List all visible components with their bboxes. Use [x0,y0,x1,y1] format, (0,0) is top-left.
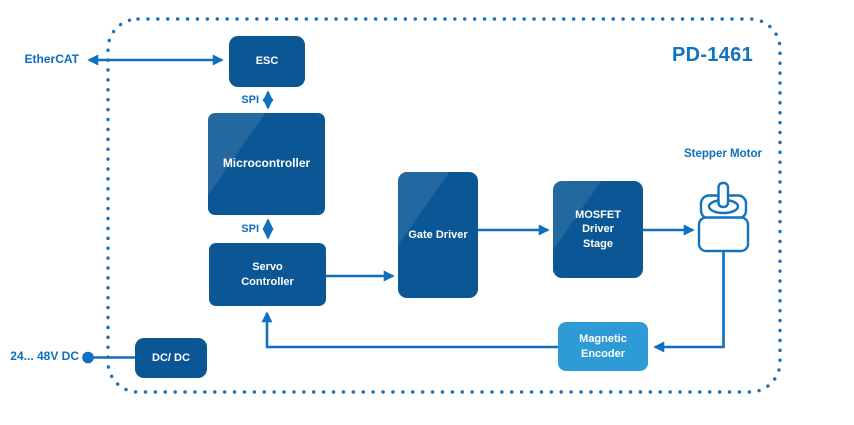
gate-driver-block: Gate Driver [398,172,478,298]
module-dotted-border [106,17,782,394]
encoder-servo-feedback-arrow [261,311,558,349]
mosfet-driver-stage-block-label: MOSFET Driver Stage [575,209,621,250]
motor-encoder-arrow [653,251,725,353]
ethercat-label: EtherCAT [24,52,79,66]
module-title: PD-1461 [671,44,753,66]
supply-terminal-dot [82,351,94,364]
stepper-motor-label: Stepper Motor [683,147,763,161]
magnetic-encoder-block-label: Magnetic Encoder [579,333,627,360]
dcdc-block-label: DC/ DC [152,351,190,364]
stepper-motor-label-line1: Stepper [684,148,727,160]
microcontroller-block: Microcontroller [208,113,325,215]
servo-controller-block: Servo Controller [209,243,326,306]
microcontroller-block-label: Microcontroller [222,156,311,171]
supply-voltage-label: 24... 48V DC [10,349,79,363]
spi-label-top: SPI [241,94,259,106]
stepper-motor-label-line2: Motor [730,148,762,160]
stepper-motor-icon [697,181,750,253]
gate-driver-block-label: Gate Driver [408,228,468,241]
spi-label-bottom: SPI [241,223,259,235]
magnetic-encoder-block: Magnetic Encoder [558,322,648,371]
esc-block: ESC [229,36,305,87]
dcdc-block: DC/ DC [135,338,207,378]
servo-controller-block-label: Servo Controller [241,261,294,288]
esc-block-label: ESC [255,55,279,68]
mosfet-driver-stage-block: MOSFET Driver Stage [553,181,643,278]
